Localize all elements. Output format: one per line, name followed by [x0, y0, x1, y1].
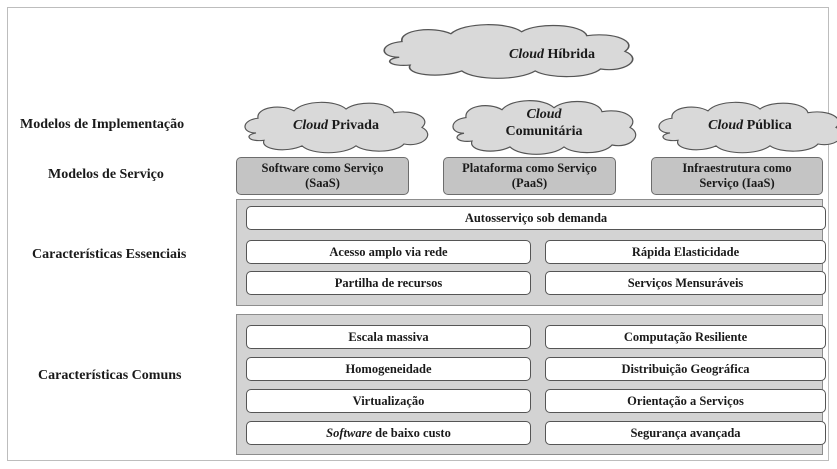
pill-autoservico: Autosserviço sob demanda [246, 206, 826, 230]
pill-partilha-recursos: Partilha de recursos [246, 271, 531, 295]
pill-acesso-amplo: Acesso amplo via rede [246, 240, 531, 264]
pill-virtualizacao: Virtualização [246, 389, 531, 413]
pill-seguranca-avancada: Segurança avançada [545, 421, 826, 445]
label-modelos-implementacao: Modelos de Implementação [20, 117, 185, 132]
cloud-hibrida-label: Cloud Híbrida [509, 47, 595, 62]
pill-software-baixo-custo: Software de baixo custo [246, 421, 531, 445]
label-caracteristicas-essenciais: Características Essenciais [32, 247, 187, 262]
pill-homogeneidade: Homogeneidade [246, 357, 531, 381]
pill-servicos-mensuraveis: Serviços Mensuráveis [545, 271, 826, 295]
cloud-privada-label: Cloud Privada [293, 118, 379, 133]
pill-computacao-resiliente: Computação Resiliente [545, 325, 826, 349]
cloud-publica-label: Cloud Pública [708, 118, 792, 133]
service-model-saas: Software como Serviço(SaaS) [236, 157, 409, 195]
label-caracteristicas-comuns: Características Comuns [38, 368, 182, 383]
pill-distribuicao-geografica: Distribuição Geográfica [545, 357, 826, 381]
pill-escala-massiva: Escala massiva [246, 325, 531, 349]
diagram-frame [7, 7, 829, 461]
label-modelos-servico: Modelos de Serviço [48, 167, 164, 182]
service-model-paas: Plataforma como Serviço(PaaS) [443, 157, 616, 195]
pill-orientacao-servicos: Orientação a Serviços [545, 389, 826, 413]
pill-rapida-elasticidade: Rápida Elasticidade [545, 240, 826, 264]
